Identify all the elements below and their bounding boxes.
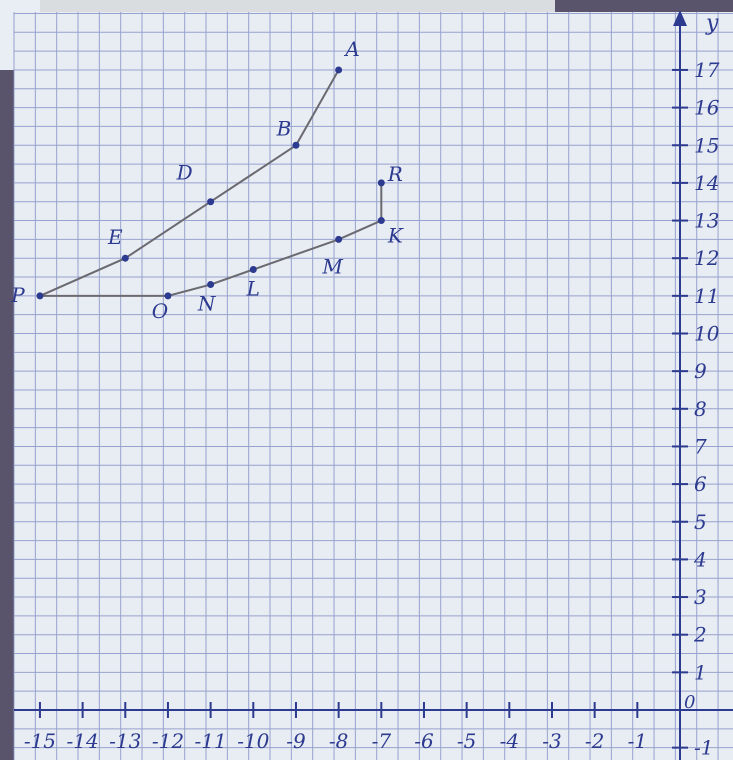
point-label-p: P xyxy=(10,283,25,307)
x-tick-label: -3 xyxy=(542,729,561,753)
x-tick-label: -13 xyxy=(109,729,141,753)
y-axis-arrow-icon xyxy=(673,10,687,26)
y-tick-label: 17 xyxy=(694,58,720,82)
y-tick-label: 6 xyxy=(694,472,707,496)
point-label-n: N xyxy=(197,292,217,316)
point-r xyxy=(377,179,385,187)
y-tick-label: 5 xyxy=(694,510,707,534)
point-o xyxy=(164,292,172,300)
x-tick-label: -9 xyxy=(286,729,306,753)
y-tick-label: 7 xyxy=(694,434,707,458)
y-tick-label: 14 xyxy=(694,171,719,195)
point-k xyxy=(377,217,385,225)
y-tick-label: 16 xyxy=(694,96,720,120)
y-tick-label: 11 xyxy=(694,284,719,308)
x-tick-label: -7 xyxy=(372,729,392,753)
point-label-k: K xyxy=(387,224,404,248)
origin-label: 0 xyxy=(684,692,695,713)
x-tick-label: -8 xyxy=(329,729,348,753)
y-tick-label: 2 xyxy=(693,623,707,647)
y-axis-label: y xyxy=(705,11,719,36)
point-b xyxy=(292,141,300,149)
point-m xyxy=(335,235,343,243)
y-tick-label: 15 xyxy=(694,133,719,157)
point-label-l: L xyxy=(246,276,260,300)
point-a xyxy=(335,66,343,74)
point-label-e: E xyxy=(107,225,123,249)
x-tick-label: -4 xyxy=(500,729,519,753)
plotted-path: A B D E P O N L M K R xyxy=(10,37,404,323)
x-tick-label: -11 xyxy=(195,729,227,753)
point-l xyxy=(249,265,257,273)
point-p xyxy=(36,292,44,300)
point-label-m: M xyxy=(321,254,343,278)
x-tick-label: -10 xyxy=(237,729,269,753)
x-tick-label: -2 xyxy=(585,729,604,753)
y-tick-label: 8 xyxy=(694,397,707,421)
y-tick-label: 4 xyxy=(693,547,707,571)
point-label-a: A xyxy=(343,37,359,61)
y-tick-label: 13 xyxy=(694,209,719,233)
y-tick-label: 3 xyxy=(694,585,707,609)
point-label-o: O xyxy=(152,299,168,323)
x-tick-label: -15 xyxy=(24,729,56,753)
point-d xyxy=(207,198,215,206)
notebook-paper xyxy=(14,12,733,760)
x-axis-tick-labels: -15 -14 -13 -12 -11 -10 -9 -8 -7 -6 -5 -4 -3 -2 -1 xyxy=(24,702,647,753)
x-tick-label: -1 xyxy=(628,729,647,753)
point-label-b: B xyxy=(276,116,292,140)
y-tick-label: 10 xyxy=(694,322,720,346)
y-tick-label: 9 xyxy=(694,359,707,383)
point-e xyxy=(121,254,129,262)
grid-lines xyxy=(13,12,733,760)
x-tick-label: -6 xyxy=(414,729,434,753)
x-tick-label: -12 xyxy=(152,729,184,753)
y-tick-label: 12 xyxy=(694,246,719,270)
point-label-d: D xyxy=(176,161,193,185)
point-n xyxy=(207,281,215,289)
point-label-r: R xyxy=(387,162,403,186)
y-tick-label: 1 xyxy=(694,660,707,684)
y-tick-label: -1 xyxy=(694,736,713,760)
x-tick-label: -14 xyxy=(67,729,99,753)
x-tick-label: -5 xyxy=(457,729,476,753)
